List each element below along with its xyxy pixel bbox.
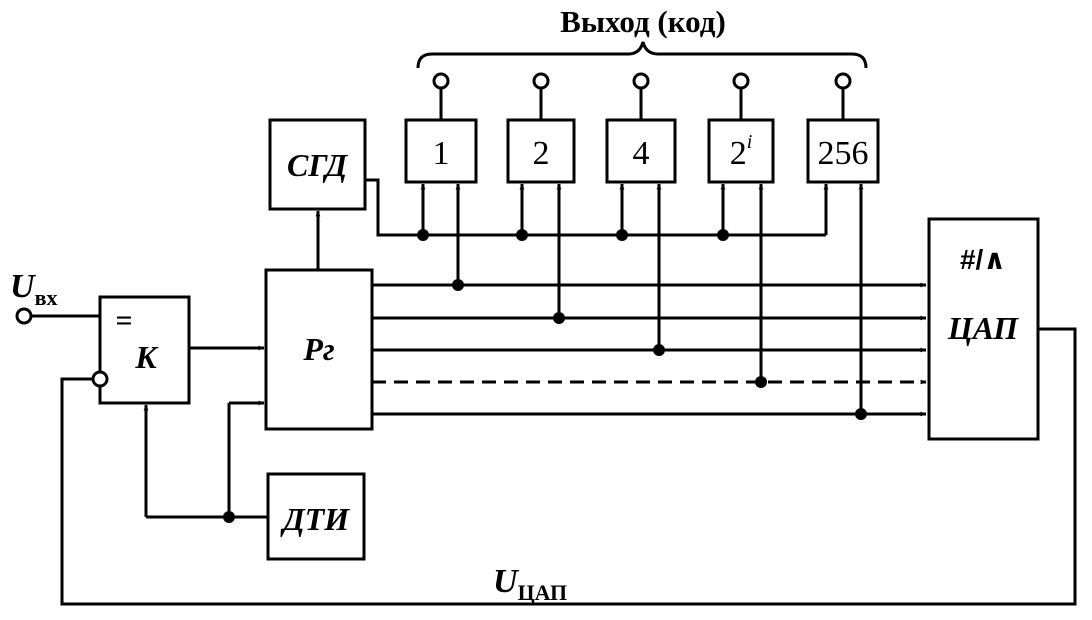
bit-cell-2i: 2i	[707, 72, 775, 388]
sgd-output-wire	[365, 178, 826, 237]
bit-2i-strobe-junction	[717, 229, 729, 241]
bit-cell-2i-label: 2i	[730, 131, 753, 172]
bit-cell-2i-box	[707, 118, 775, 184]
bit-1-output-terminal	[432, 72, 450, 90]
bit-cell-1-label: 1	[433, 135, 450, 172]
bit-cell-4: 4	[605, 72, 677, 356]
dac-label: ЦАП	[947, 310, 1019, 346]
bit-cell-256: 256	[806, 72, 880, 420]
input-terminal	[15, 307, 33, 325]
bit-256-data-junction	[855, 408, 867, 420]
dac-block	[927, 217, 1040, 441]
comparator-inverting-input	[91, 370, 109, 388]
sgd-label: СГД	[287, 147, 348, 183]
comparator-block	[98, 295, 191, 405]
dti-block	[266, 472, 366, 561]
comparator-label: K	[134, 339, 159, 375]
bit-2i-output-terminal	[732, 72, 750, 90]
bit-cell-4-label: 4	[633, 135, 650, 172]
bit-cell-2-label: 2	[533, 135, 550, 172]
register-label: Рг	[302, 331, 335, 367]
bit-1-data-junction	[452, 279, 464, 291]
output-code-title: Выход (код)	[560, 4, 726, 39]
bit-cell-256-label: 256	[818, 135, 869, 172]
bit-cell-1: 1	[404, 72, 478, 291]
comparator-symbol: =	[115, 304, 132, 337]
bit-1-strobe-junction	[417, 229, 429, 241]
dac-symbol: #/∧	[960, 244, 1006, 275]
bit-256-output-terminal	[834, 72, 852, 90]
output-brace	[416, 41, 868, 69]
bit-4-data-junction	[653, 344, 665, 356]
feedback-voltage-label: UЦАП	[493, 563, 567, 605]
dti-junction	[223, 511, 235, 523]
sgd-block	[268, 118, 367, 211]
bit-4-strobe-junction	[616, 229, 628, 241]
bit-2-data-junction	[553, 312, 565, 324]
bit-cell-256-box	[806, 118, 880, 184]
bit-cell-2: 2	[506, 72, 576, 324]
dti-label: ДТИ	[280, 501, 350, 537]
input-voltage-label: Uвх	[10, 268, 57, 310]
bit-2i-data-junction	[755, 376, 767, 388]
bit-2-strobe-junction	[516, 229, 528, 241]
bit-2-output-terminal	[532, 72, 550, 90]
feedback-wire	[60, 327, 1077, 606]
bit-4-output-terminal	[632, 72, 650, 90]
